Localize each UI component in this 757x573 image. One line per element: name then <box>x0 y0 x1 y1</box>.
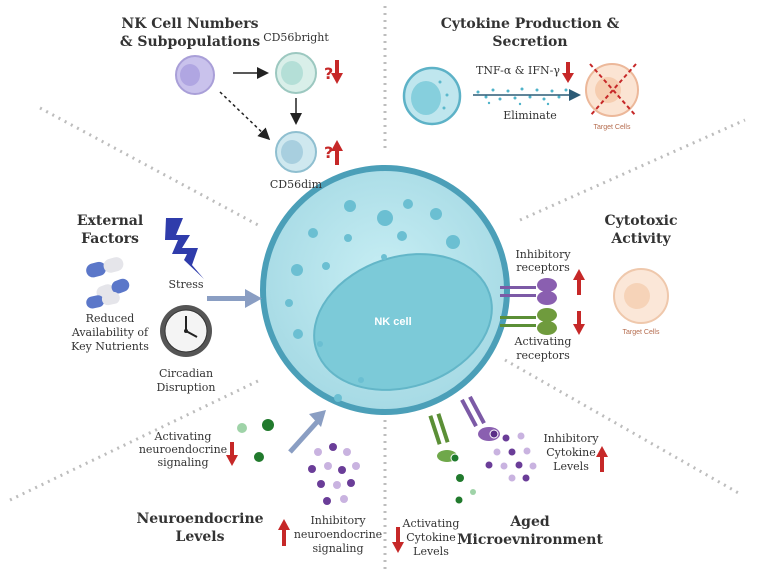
inhibitory-receptors-label-2: receptors <box>516 261 570 274</box>
nutrients-label-2: Availability of <box>71 326 149 339</box>
central-nk-cell: NK cell <box>260 165 510 415</box>
neuro-inhibitory-label-3: signaling <box>312 542 363 555</box>
neuro-inhibitory-up-arrow <box>278 519 290 546</box>
inhibitory-receptor-up-arrow <box>573 269 585 295</box>
neuro-activating-label-2: neuroendocrine <box>139 443 227 456</box>
neuro-inhibitory-molecules <box>308 443 360 505</box>
neuro-activating-down-arrow <box>226 442 238 466</box>
neuro-activating-label-1: Activating <box>154 430 212 443</box>
section-dividers <box>9 6 746 570</box>
stress-label: Stress <box>168 278 203 291</box>
bright-down-arrow <box>331 60 343 84</box>
neuro-inhibitory-label-2: neuroendocrine <box>294 528 382 541</box>
pills-icon <box>86 257 130 309</box>
nutrients-label-1: Reduced <box>86 312 135 325</box>
bright-question-mark: ? <box>324 64 333 83</box>
activating-receptors-label-2: receptors <box>516 349 570 362</box>
aged-inhibitory-label-2: Cytokine <box>546 446 595 459</box>
cd56dim-label: CD56dim <box>270 178 323 191</box>
cytotoxic-title-2: Activity <box>610 231 671 247</box>
aged-activating-label-2: Cytokine <box>406 531 455 544</box>
nk-numbers-section: NK Cell Numbers & Subpopulations CD56bri… <box>120 16 343 191</box>
clock-icon <box>160 305 212 357</box>
external-factors-section: External Factors Stress Reduced Availabi… <box>71 213 262 394</box>
neuro-activating-molecules <box>237 419 274 462</box>
dim-question-mark: ? <box>324 143 333 162</box>
nutrients-label-3: Key Nutrients <box>71 340 149 353</box>
cytotoxic-section: Cytotoxic Activity Inhibitory receptors … <box>500 213 678 362</box>
activating-receptors-label-1: Activating <box>514 335 572 348</box>
inhibitory-cytokine-receptor-icon <box>460 395 500 441</box>
aged-inhibitory-label-1: Inhibitory <box>543 432 599 445</box>
inhibitory-receptors-label-1: Inhibitory <box>515 248 571 261</box>
cytokine-down-arrow <box>562 62 574 83</box>
circadian-label-2: Disruption <box>156 381 215 394</box>
target-cells-label-top: Target Cells <box>594 124 631 131</box>
neuro-title-2: Levels <box>176 529 225 545</box>
aged-title-2: Microevnironment <box>457 532 603 548</box>
cytokine-names: TNF-α & IFN-γ <box>476 64 560 77</box>
cytokine-dots <box>476 87 568 106</box>
cd56bright-label: CD56bright <box>263 31 329 44</box>
inhibitory-cytokine-molecules <box>485 432 537 482</box>
dim-up-arrow <box>331 140 343 165</box>
aged-inhibitory-label-3: Levels <box>553 460 589 473</box>
target-cells-label-right: Target Cells <box>623 329 660 336</box>
nk-numbers-title-2: & Subpopulations <box>120 34 260 50</box>
activating-receptor-icon <box>500 308 557 335</box>
aged-activating-label-1: Activating <box>402 517 460 530</box>
aged-inhibitory-up-arrow <box>596 446 608 472</box>
aged-activating-down-arrow <box>392 527 404 553</box>
aged-section: Inhibitory Cytokine Levels Activating Cy… <box>392 395 608 558</box>
external-title-1: External <box>77 213 143 229</box>
external-title-2: Factors <box>81 231 139 247</box>
activating-cytokine-receptor-icon <box>428 413 460 463</box>
neuroendocrine-section: Activating neuroendocrine signaling Neur… <box>136 410 382 555</box>
circadian-label-1: Circadian <box>159 367 213 380</box>
activating-receptor-down-arrow <box>573 311 585 335</box>
eliminated-cross <box>589 63 637 117</box>
cytokine-title-1: Cytokine Production & <box>441 16 620 32</box>
nk-numbers-title-1: NK Cell Numbers <box>121 16 258 32</box>
neuro-activating-label-3: signaling <box>157 456 208 469</box>
eliminate-label: Eliminate <box>503 109 557 122</box>
neuro-to-cell-arrow <box>288 410 326 454</box>
aged-activating-label-3: Levels <box>413 545 449 558</box>
cytotoxic-title-1: Cytotoxic <box>604 213 677 229</box>
neuro-inhibitory-label-1: Inhibitory <box>310 514 366 527</box>
activating-cytokine-molecules <box>455 474 476 504</box>
lightning-icon <box>165 218 204 279</box>
nk-cell-label: NK cell <box>374 316 411 328</box>
neuro-title-1: Neuroendocrine <box>136 511 263 527</box>
external-to-cell-arrow <box>207 289 262 308</box>
aged-title-1: Aged <box>509 514 550 530</box>
cytokine-title-2: Secretion <box>492 34 567 50</box>
cytokine-section: Cytokine Production & Secretion TNF-α & … <box>402 16 639 131</box>
inhibitory-receptor-icon <box>500 278 557 305</box>
